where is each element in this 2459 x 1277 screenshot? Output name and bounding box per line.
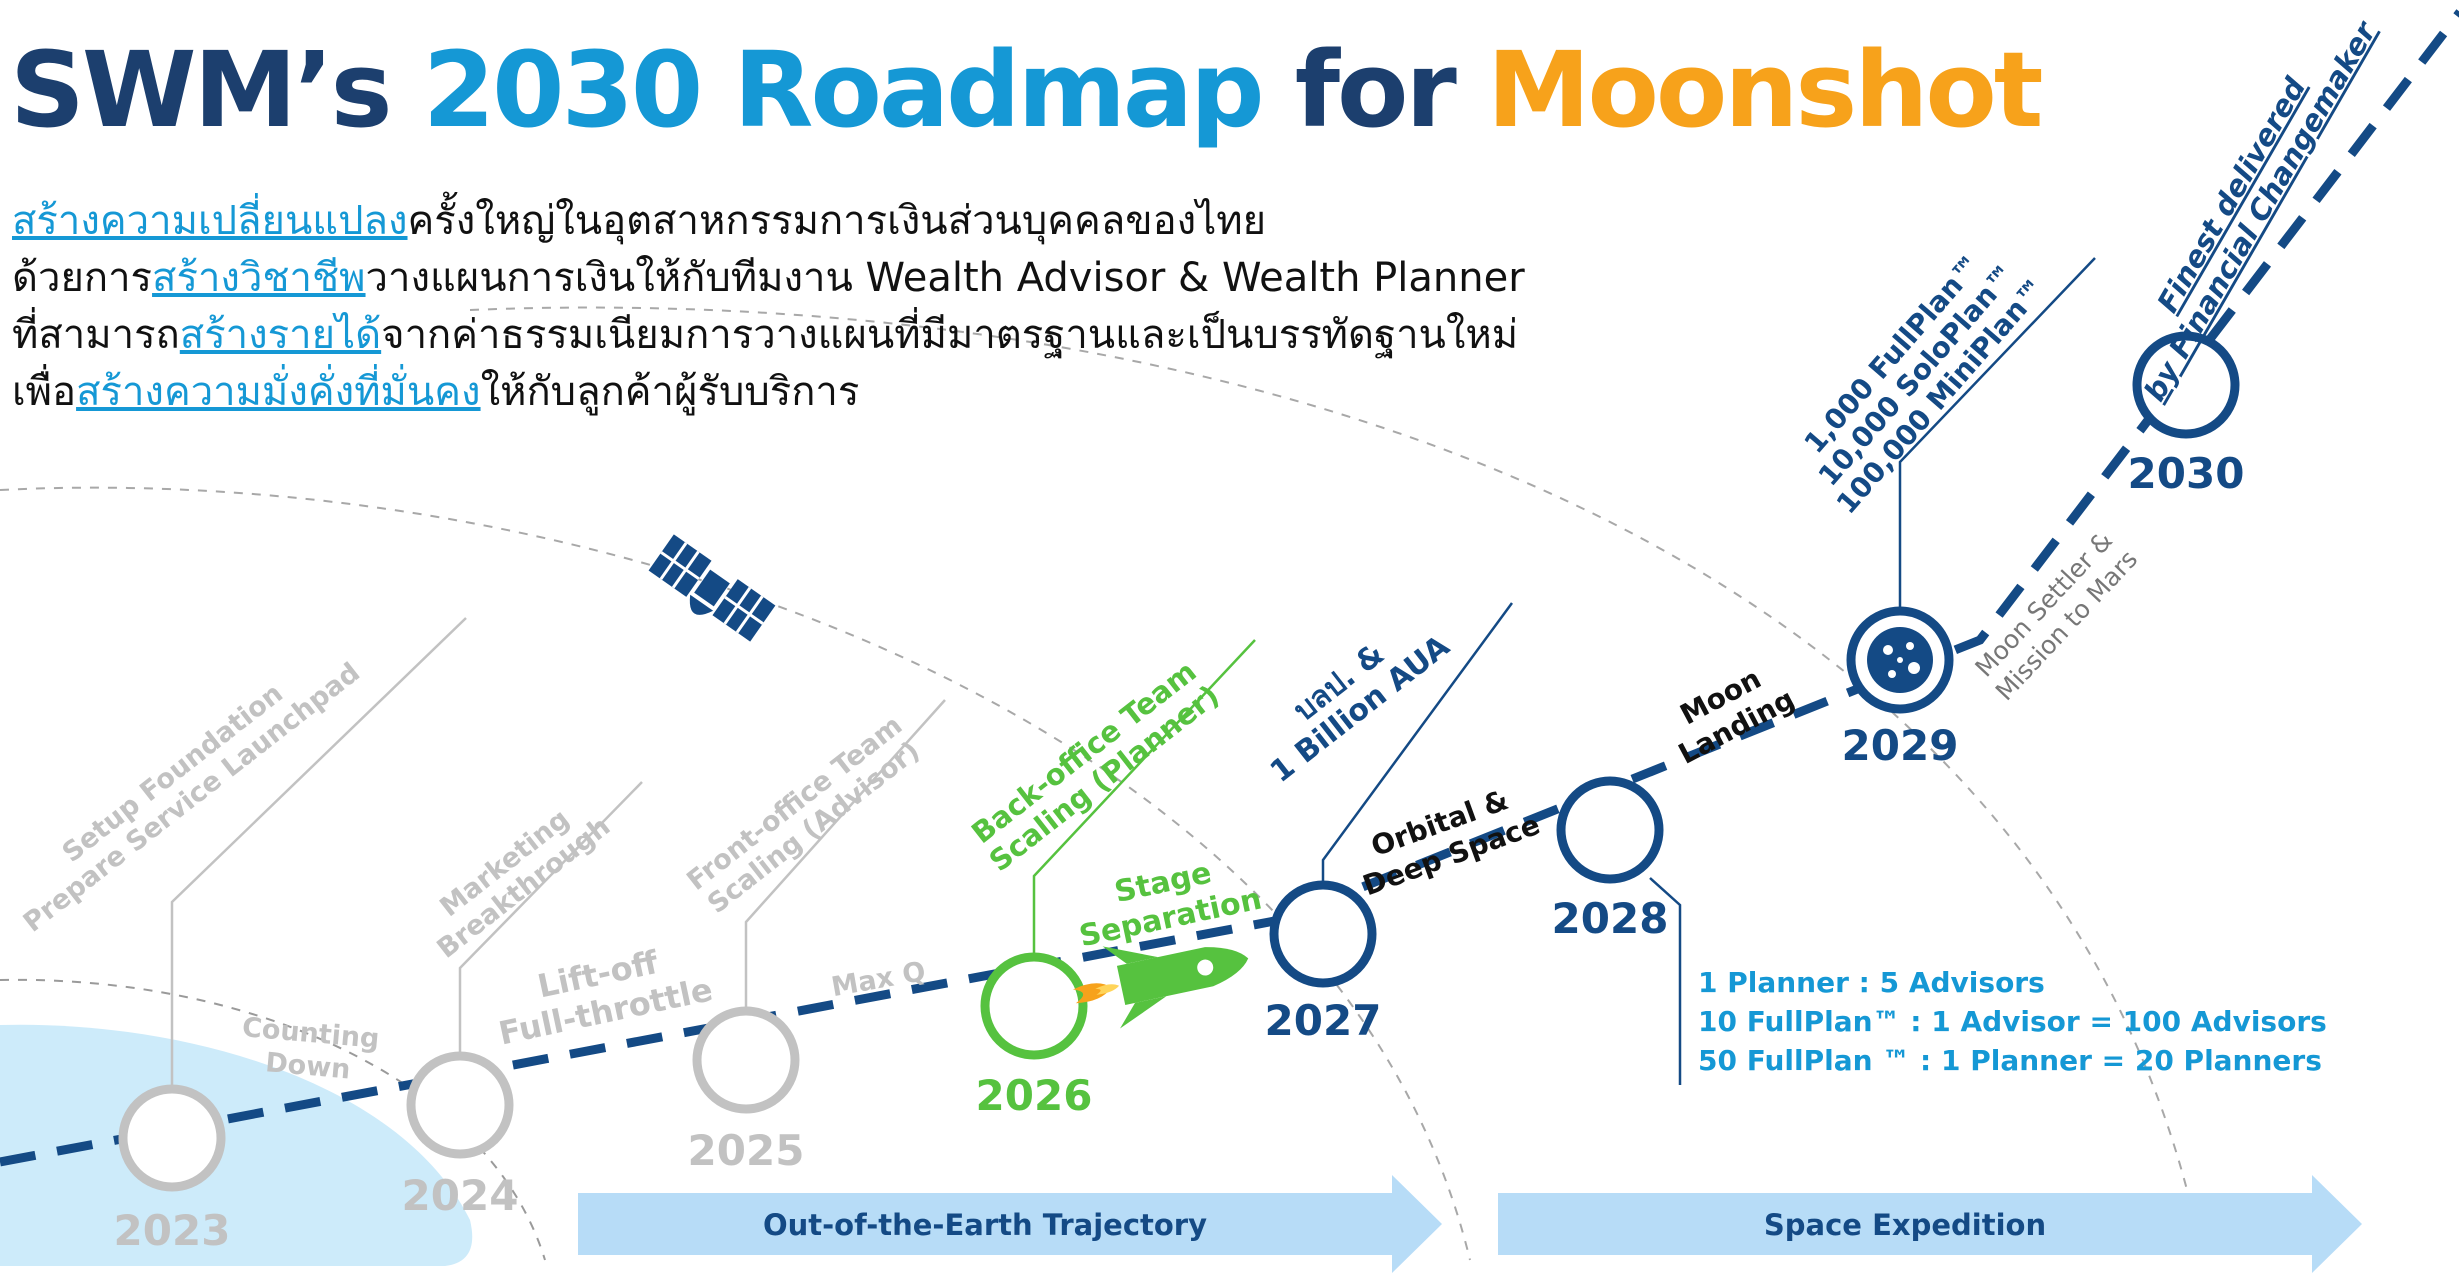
intro-text: วางแผนการเงินให้กับทีมงาน Wealth Advisor… <box>365 255 1525 301</box>
milestone-year: 2025 <box>688 1126 805 1175</box>
milestone-circle <box>406 1051 514 1159</box>
flight-phase-line: Counting <box>241 1012 381 1055</box>
title-part-moonshot: Moonshot <box>1486 29 2044 151</box>
intro-text: จากค่าธรรมเนียมการวางแผนที่มีมาตรฐานและเ… <box>381 312 1519 358</box>
satellite-panel-grid <box>724 595 764 625</box>
rocket-body <box>1116 947 1249 1005</box>
milestone-leader-line <box>458 781 643 1054</box>
milestone-year: 2030 <box>2128 449 2245 498</box>
ratio-note: 50 FullPlan ™ : 1 Planner = 20 Planners <box>1698 1044 2322 1077</box>
flight-phase-label: Moon Settler &Mission to Mars <box>1969 526 2143 706</box>
intro-text: ด้วยการ <box>12 255 153 301</box>
milestone-label-line: 10,000 SoloPlan™ <box>1812 257 2023 492</box>
milestone-leader-line <box>744 699 946 1009</box>
satellite-dish <box>689 594 714 615</box>
page-title: SWM’s 2030 Roadmap for Moonshot <box>10 28 2044 153</box>
intro-highlight: สร้างรายได้ <box>179 312 382 358</box>
milestone-year: 2023 <box>114 1206 231 1255</box>
rocket-fin-top <box>1102 946 1159 964</box>
moon-icon <box>1867 627 1933 693</box>
milestone-label-line: Scaling (Planner) <box>983 678 1226 878</box>
ratio-note: 10 FullPlan™ : 1 Advisor = 100 Advisors <box>1698 1005 2327 1038</box>
phase-arrow <box>1498 1175 2362 1273</box>
rocket-flame-core <box>1095 984 1120 995</box>
moon-icon-crater <box>1908 662 1920 674</box>
milestone-year: 2027 <box>1265 996 1382 1045</box>
ratio-note: 1 Planner : 5 Advisors <box>1698 966 2045 999</box>
moon-icon-crater <box>1888 670 1896 678</box>
title-part-brand: SWM’s <box>10 29 393 151</box>
earth-shape <box>0 1024 473 1266</box>
milestone-2028: 2028 <box>1552 776 1669 943</box>
moon-icon-crater <box>1906 642 1914 650</box>
title-part-for: for <box>1294 29 1457 151</box>
flight-phase-label: Orbital &Deep Space <box>1358 783 1544 902</box>
intro-line-4: เพื่อสร้างความมั่งคั่งที่มั่นคงให้กับลูก… <box>12 364 1525 421</box>
milestone-circle <box>1269 880 1377 988</box>
milestone-leader-line <box>1032 639 1256 955</box>
intro-line-2: ด้วยการสร้างวิชาชีพวางแผนการเงินให้กับที… <box>12 250 1525 307</box>
moon-icon-crater <box>1883 645 1893 655</box>
satellite-icon <box>648 534 776 642</box>
intro-line-3: ที่สามารถสร้างรายได้จากค่าธรรมเนียมการวา… <box>12 307 1525 364</box>
milestone-circle <box>692 1006 800 1114</box>
milestone-circle <box>1556 776 1664 884</box>
phase-arrow <box>578 1175 1442 1273</box>
orbit-arc-middle <box>0 486 1471 1261</box>
intro-text: ที่สามารถ <box>12 312 180 358</box>
milestone-leader-line <box>170 617 467 1087</box>
ratio-leader-line <box>1649 877 1682 1085</box>
milestone-circle <box>2132 331 2240 439</box>
milestone-leader-line <box>1898 257 2096 609</box>
milestone-label-line: Back-office Team <box>965 654 1202 850</box>
phase-arrow-label: Out-of-the-Earth Trajectory <box>763 1208 1207 1242</box>
moon-icon-crater <box>1897 657 1903 663</box>
intro-text: ให้กับลูกค้าผู้รับบริการ <box>480 369 860 415</box>
trajectory-line <box>0 9 2459 1167</box>
flight-phase-line: Down <box>264 1047 352 1085</box>
rocket-window <box>1197 959 1214 976</box>
intro-highlight: สร้างความเปลี่ยนแปลง <box>12 198 408 244</box>
milestone-leader-line <box>1321 602 1514 883</box>
intro-line-1: สร้างความเปลี่ยนแปลงครั้งใหญ่ในอุตสาหกรร… <box>12 193 1525 250</box>
satellite-panel-grid <box>660 551 700 581</box>
satellite-body <box>694 569 730 607</box>
intro-highlight: สร้างวิชาชีพ <box>152 255 366 301</box>
milestone-year: 2026 <box>976 1071 1093 1120</box>
milestone-label-line: by Financial Changemaker <box>2137 15 2383 407</box>
milestone-label-line: Scaling (Advisor) <box>702 736 926 920</box>
milestone-label-line: Setup Foundation <box>57 678 289 869</box>
title-part-roadmap: 2030 Roadmap <box>422 29 1265 151</box>
milestone-label: บลป. &1 Billion AUA <box>1264 628 1457 789</box>
milestone-year: 2028 <box>1552 894 1669 943</box>
milestone-circle <box>980 952 1088 1060</box>
phase-arrow-label: Space Expedition <box>1764 1208 2046 1242</box>
milestone-year: 2024 <box>402 1171 519 1220</box>
intro-highlight: สร้างความมั่งคั่งที่มั่นคง <box>76 369 481 415</box>
intro-paragraph: สร้างความเปลี่ยนแปลงครั้งใหญ่ในอุตสาหกรร… <box>12 193 1525 421</box>
milestone-label-line: Prepare Service Launchpad <box>18 657 366 939</box>
milestone-circle <box>118 1084 226 1192</box>
intro-text: เพื่อ <box>12 369 77 415</box>
milestone-year: 2029 <box>1842 721 1959 770</box>
intro-text: ครั้งใหญ่ในอุตสาหกรรมการเงินส่วนบุคคลของ… <box>407 198 1267 244</box>
